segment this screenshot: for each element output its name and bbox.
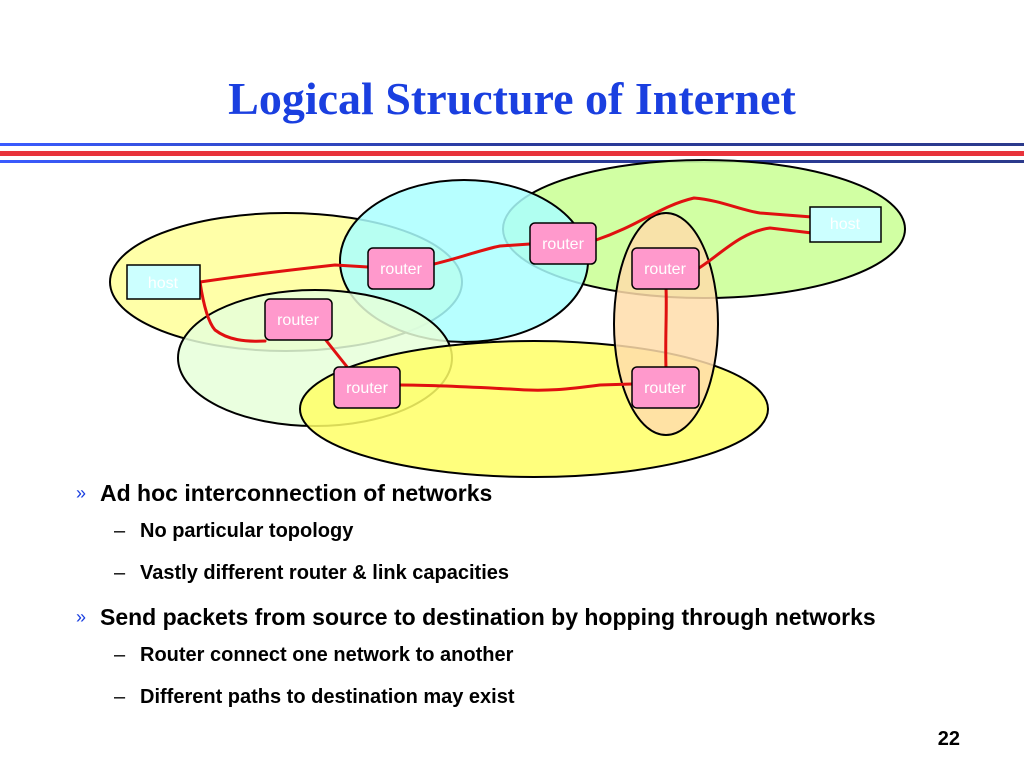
- link-router2-host-right: [594, 196, 814, 242]
- link-router3-router6: [664, 286, 668, 370]
- sub-bullet-2-1: – Router connect one network to another: [76, 642, 976, 668]
- host-right-label: host: [830, 216, 861, 233]
- link-router4-router5: [323, 337, 350, 370]
- bullet-1: » Ad hoc interconnection of networks: [76, 478, 976, 508]
- router-1-label: router: [380, 261, 422, 278]
- sub-bullet-marker: –: [114, 644, 126, 666]
- router-3-label: router: [644, 261, 686, 278]
- bullet-2: » Send packets from source to destinatio…: [76, 602, 976, 632]
- link-host-router4: [198, 280, 267, 343]
- link-router1-router2: [432, 242, 532, 266]
- sub-bullet-marker: –: [114, 686, 126, 708]
- sub-bullet-text: No particular topology: [140, 520, 354, 542]
- bullet-text: Ad hoc interconnection of networks: [100, 480, 493, 506]
- sub-bullet-text: Vastly different router & link capacitie…: [140, 562, 510, 584]
- sub-bullet-1-1: – No particular topology: [76, 518, 976, 544]
- bullet-text: Send packets from source to destination …: [100, 604, 876, 630]
- link-host-router1: [198, 263, 370, 284]
- router-4: router: [264, 298, 333, 341]
- sub-bullet-text: Different paths to destination may exist: [140, 686, 515, 708]
- router-5-label: router: [346, 380, 388, 397]
- router-2-label: router: [542, 236, 584, 253]
- page-number: 22: [937, 728, 960, 750]
- router-4-label: router: [277, 312, 319, 329]
- title-rule-bottom: [0, 160, 1024, 163]
- sub-bullet-1-2: – Vastly different router & link capacit…: [76, 560, 976, 586]
- link-router5-router6: [398, 382, 634, 392]
- bullet-list: » Ad hoc interconnection of networks – N…: [76, 478, 976, 726]
- host-right: host: [809, 206, 882, 243]
- sub-bullet-text: Router connect one network to another: [140, 644, 514, 666]
- link-router3-host-right: [697, 226, 814, 270]
- router-3: router: [631, 247, 700, 290]
- bullet-marker: »: [76, 607, 87, 627]
- router-1: router: [367, 247, 435, 290]
- host-left: host: [126, 264, 201, 300]
- title-rule-top: [0, 143, 1024, 146]
- router-6-label: router: [644, 380, 686, 397]
- links: [198, 196, 814, 392]
- host-left-label: host: [148, 275, 179, 292]
- slide-title: Logical Structure of Internet: [228, 73, 796, 124]
- bullet-marker: »: [76, 483, 87, 503]
- title-rule-middle: [0, 151, 1024, 156]
- router-2: router: [529, 222, 597, 265]
- sub-bullet-marker: –: [114, 520, 126, 542]
- sub-bullet-2-2: – Different paths to destination may exi…: [76, 684, 976, 710]
- networks: [109, 159, 906, 478]
- sub-bullet-marker: –: [114, 562, 126, 584]
- router-6: router: [631, 366, 700, 409]
- router-5: router: [333, 366, 401, 409]
